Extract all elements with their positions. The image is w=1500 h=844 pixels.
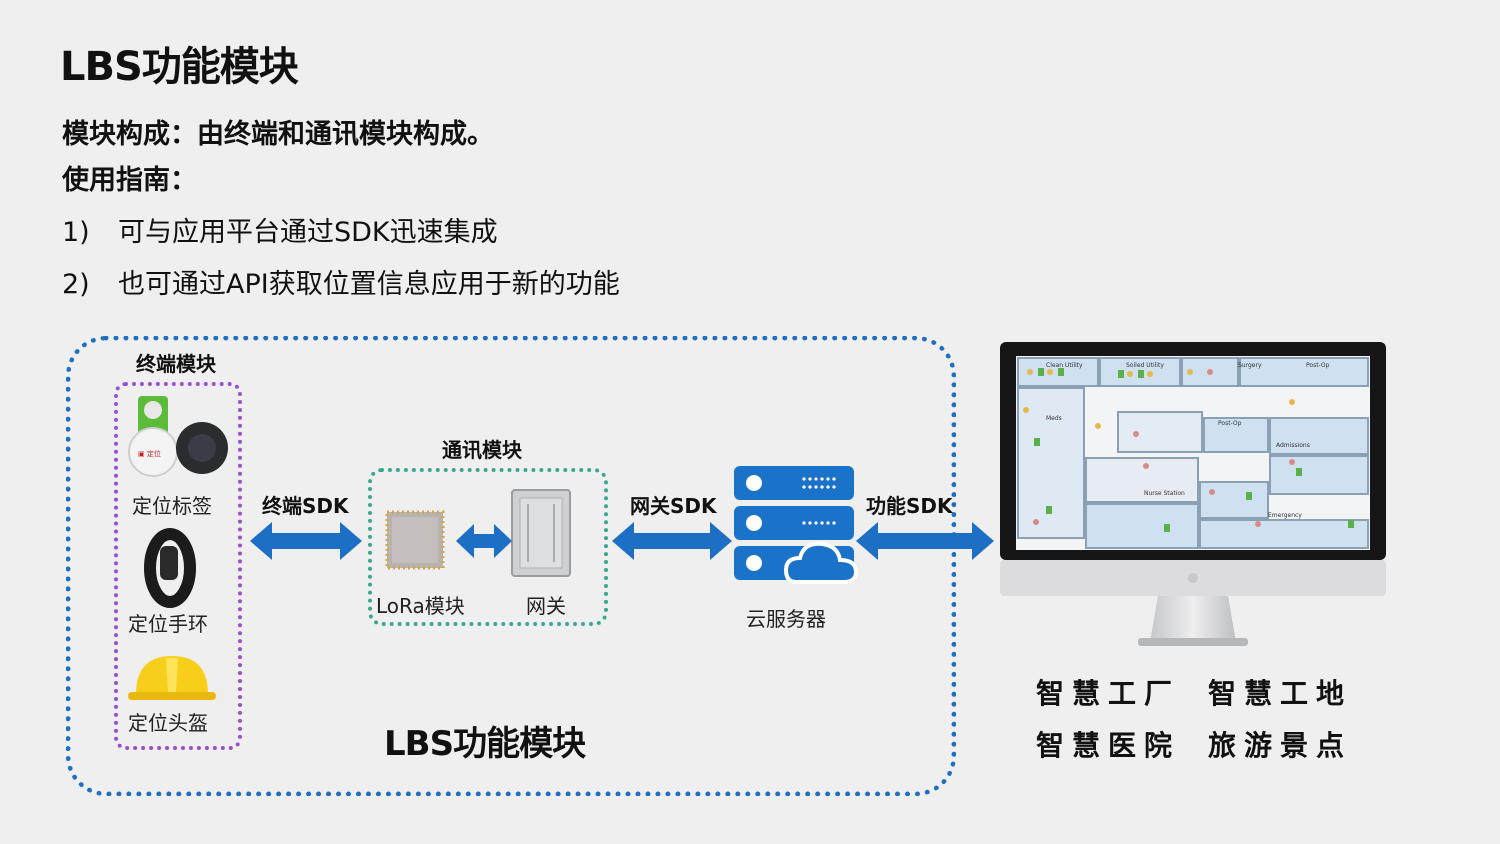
gateway-image (511, 489, 571, 577)
location-band-image (144, 528, 196, 608)
monitor-image (1000, 342, 1386, 646)
sdk-label: 终端SDK (262, 494, 349, 518)
floorplan-room-label: Clean Utility (1046, 362, 1083, 369)
terminal-group-boundary (114, 382, 242, 750)
floorplan-room-label: Post-Op (1218, 420, 1242, 427)
floorplan-room-label: Post-Op (1306, 362, 1330, 369)
page-title: LBS功能模块 (60, 44, 299, 90)
lbs-module-boundary (66, 336, 956, 796)
floorplan-room-label: Meds (1046, 415, 1062, 422)
floorplan-room-label: Surgery (1238, 362, 1262, 369)
guide-item-number: 1) (62, 217, 90, 248)
comm-group-boundary (368, 468, 608, 626)
lora-gateway-arrow (456, 524, 512, 558)
cloud-server-label: 云服务器 (746, 607, 826, 631)
function-sdk-arrow (856, 522, 994, 560)
guide-item-2: 2) 也可通过API获取位置信息应用于新的功能 (62, 262, 620, 301)
composition-text: 模块构成：由终端和通讯模块构成。 (62, 119, 494, 150)
guide-item-1: 1) 可与应用平台通过SDK迅速集成 (62, 210, 498, 249)
lora-module-image (385, 510, 445, 570)
terminal-item-label: 定位头盔 (128, 711, 208, 735)
location-tag-image: ▣ 定位 (128, 396, 228, 477)
svg-text:▣ 定位: ▣ 定位 (138, 449, 161, 458)
comm-group-label: 通讯模块 (442, 438, 522, 462)
scenario-label: 旅游景点 (1208, 729, 1353, 762)
cloud-server-icon (734, 466, 859, 584)
terminal-item-label: 定位手环 (128, 612, 208, 636)
comm-item-label: LoRa模块 (376, 594, 465, 618)
guide-item-number: 2) (62, 269, 90, 300)
guide-item-text: 可与应用平台通过SDK迅速集成 (118, 217, 498, 248)
gateway-sdk-arrow (612, 522, 732, 560)
guide-label: 使用指南： (62, 165, 197, 196)
guide-item-text: 也可通过API获取位置信息应用于新的功能 (118, 269, 620, 300)
terminal-item-label: 定位标签 (132, 494, 212, 518)
comm-item-label: 网关 (526, 594, 566, 618)
sdk-label: 网关SDK (630, 494, 717, 518)
location-helmet-image (128, 656, 216, 700)
floorplan-room-label: Soiled Utility (1126, 362, 1164, 369)
scenario-label: 智慧工厂 (1036, 677, 1181, 710)
scenario-label: 智慧医院 (1036, 729, 1181, 762)
floorplan-room-label: Emergency (1268, 512, 1302, 519)
floorplan-room-label: Nurse Station (1144, 490, 1185, 497)
terminal-group-label: 终端模块 (136, 352, 216, 376)
sdk-label: 功能SDK (866, 494, 953, 518)
floorplan-room-label: Admissions (1276, 442, 1310, 449)
terminal-sdk-arrow (250, 522, 362, 560)
lbs-module-label: LBS功能模块 (384, 724, 586, 764)
scenario-label: 智慧工地 (1208, 677, 1353, 710)
